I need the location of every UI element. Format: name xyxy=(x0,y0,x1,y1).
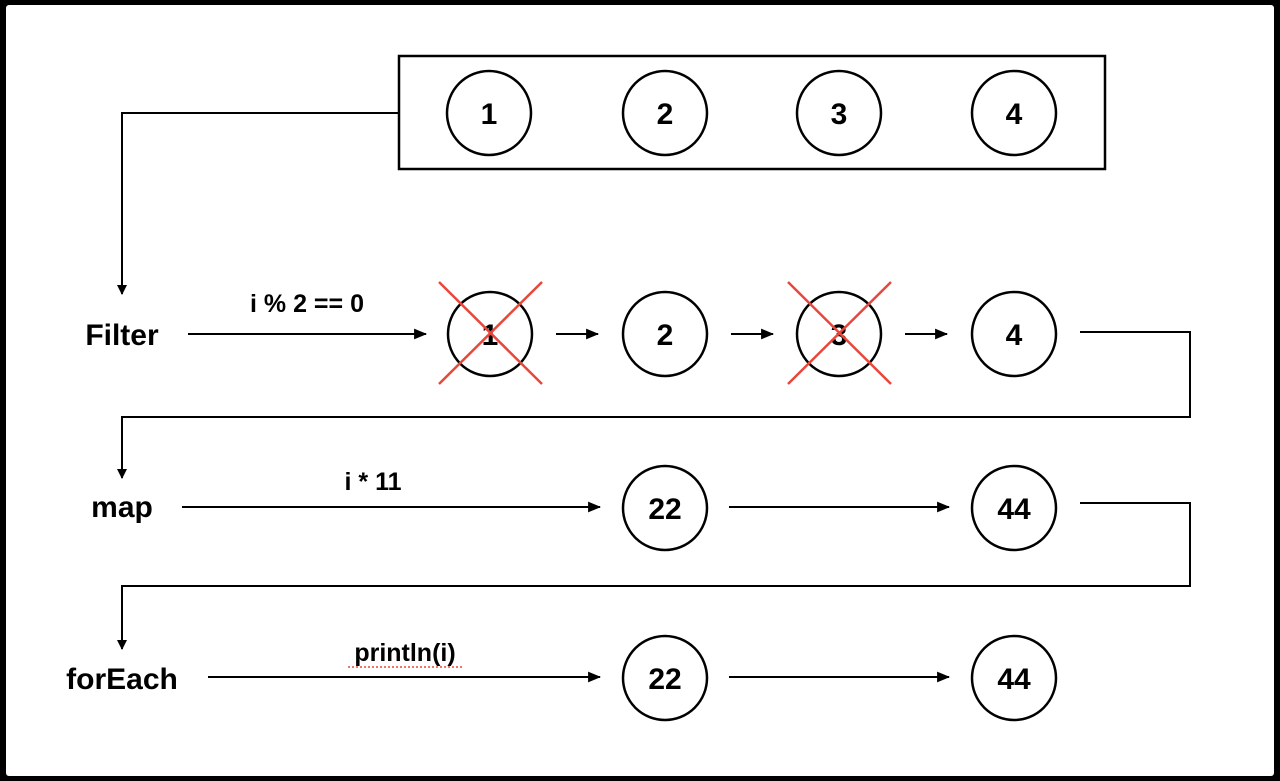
node-circle xyxy=(970,464,1058,552)
node-circle xyxy=(795,69,883,157)
node-label: 1 xyxy=(482,319,499,352)
node-label: 4 xyxy=(1006,319,1023,352)
node-label: 22 xyxy=(648,493,681,526)
operation-label-map: i * 11 xyxy=(345,468,402,496)
filter-node: 1 xyxy=(438,281,543,385)
node-label: 22 xyxy=(648,663,681,696)
node-circle xyxy=(970,634,1058,722)
source-node: 1 xyxy=(445,69,533,157)
foreach-node: 22 xyxy=(621,634,709,722)
node-circle xyxy=(445,69,533,157)
stage-label-map: map xyxy=(91,491,153,524)
source-node: 3 xyxy=(795,69,883,157)
connector-source-to-filter xyxy=(117,112,399,295)
rejected-cross-icon xyxy=(787,281,892,385)
operation-label-filter: i % 2 == 0 xyxy=(250,290,364,318)
node-label: 2 xyxy=(657,319,674,352)
node-circle xyxy=(621,69,709,157)
node-label: 3 xyxy=(831,319,848,352)
node-circle xyxy=(621,290,709,378)
node-circle xyxy=(970,69,1058,157)
node-label: 2 xyxy=(657,98,674,131)
node-label: 3 xyxy=(831,98,848,131)
foreach-node: 44 xyxy=(970,634,1058,722)
node-circle xyxy=(621,464,709,552)
connector-map-to-foreach xyxy=(117,502,1191,650)
filter-node: 3 xyxy=(787,281,892,385)
node-circle xyxy=(970,290,1058,378)
filter-node: 4 xyxy=(970,290,1058,378)
node-label: 4 xyxy=(1006,98,1023,131)
rejected-cross-icon xyxy=(438,281,543,385)
operation-label-foreach: println(i) xyxy=(354,639,455,667)
stage-label-filter: Filter xyxy=(85,319,159,352)
node-circle xyxy=(621,634,709,722)
node-label: 1 xyxy=(481,98,498,131)
node-label: 44 xyxy=(997,493,1031,526)
node-label: 44 xyxy=(997,663,1031,696)
connector-filter-to-map xyxy=(117,331,1191,479)
filter-node: 2 xyxy=(621,290,709,378)
map-node: 44 xyxy=(970,464,1058,552)
canvas-background xyxy=(6,5,1274,776)
source-node: 2 xyxy=(621,69,709,157)
stage-label-foreach: forEach xyxy=(66,663,178,696)
map-node: 22 xyxy=(621,464,709,552)
source-node: 4 xyxy=(970,69,1058,157)
